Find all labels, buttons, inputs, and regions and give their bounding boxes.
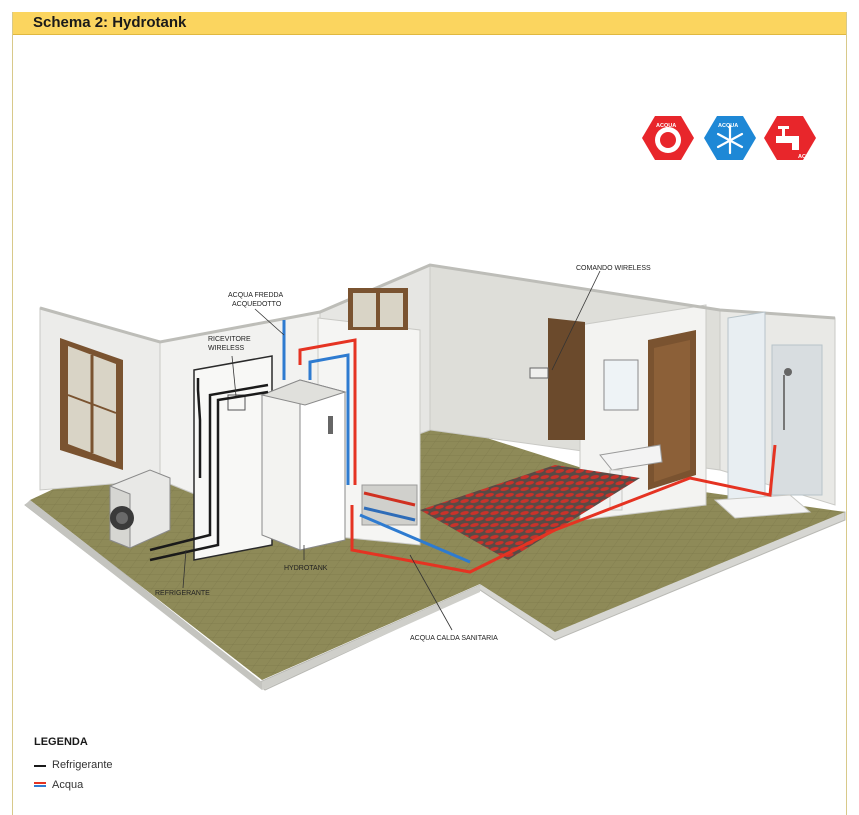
water-lines [282, 320, 777, 574]
legend-swatch-refrigerante [34, 764, 46, 767]
callout-lines [182, 270, 601, 631]
shower [713, 311, 823, 519]
legend-item-acqua: Acqua [34, 775, 113, 795]
badge-heating: ACQUA [642, 116, 694, 160]
faucet-icon [776, 126, 799, 150]
legend-title: LEGENDA [34, 736, 88, 748]
legend-label: Refrigerante [52, 759, 113, 771]
badge-hot-water: ACS [764, 116, 816, 160]
frame-left-border [12, 12, 13, 815]
legend-swatch-acqua [34, 782, 46, 788]
radiant-floor-heating [420, 465, 640, 560]
label-ricevitore: RICEVITORE [208, 336, 251, 343]
outdoor-unit [109, 469, 171, 549]
wireless-controller [529, 367, 549, 379]
label-refrigerante: REFRIGERANTE [155, 590, 210, 597]
svg-text:ACS: ACS [798, 154, 810, 160]
legend: LEGENDA Refrigerante Acqua [34, 736, 113, 795]
installation-diagram: ACQUA FREDDA ACQUEDOTTO RICEVITORE WIREL… [24, 116, 846, 691]
snowflake-icon [716, 124, 744, 155]
svg-text:ACQUA: ACQUA [656, 123, 676, 129]
page-title: Schema 2: Hydrotank [33, 14, 187, 31]
legend-label: Acqua [52, 779, 84, 791]
header-bar: Schema 2: Hydrotank [13, 12, 846, 35]
label-hydrotank: HYDROTANK [284, 565, 328, 572]
label-comando-wireless: COMANDO WIRELESS [576, 265, 651, 272]
doors [193, 318, 696, 561]
svg-text:ACQUA: ACQUA [718, 123, 738, 129]
sun-icon [660, 132, 676, 148]
label-wireless: WIRELESS [208, 345, 245, 352]
hydrotank-unit [260, 379, 347, 551]
window-back [348, 288, 408, 330]
refrigerant-lines [149, 378, 269, 562]
label-acquedotto: ACQUEDOTTO [232, 301, 282, 308]
window-left [60, 338, 123, 470]
frame-right-border [846, 12, 847, 815]
label-acqua-calda-sanitaria: ACQUA CALDA SANITARIA [410, 635, 498, 642]
label-acqua-fredda: ACQUA FREDDA [228, 292, 284, 299]
badge-cooling: ACQUA [704, 116, 756, 160]
legend-item-refrigerante: Refrigerante [34, 755, 113, 775]
